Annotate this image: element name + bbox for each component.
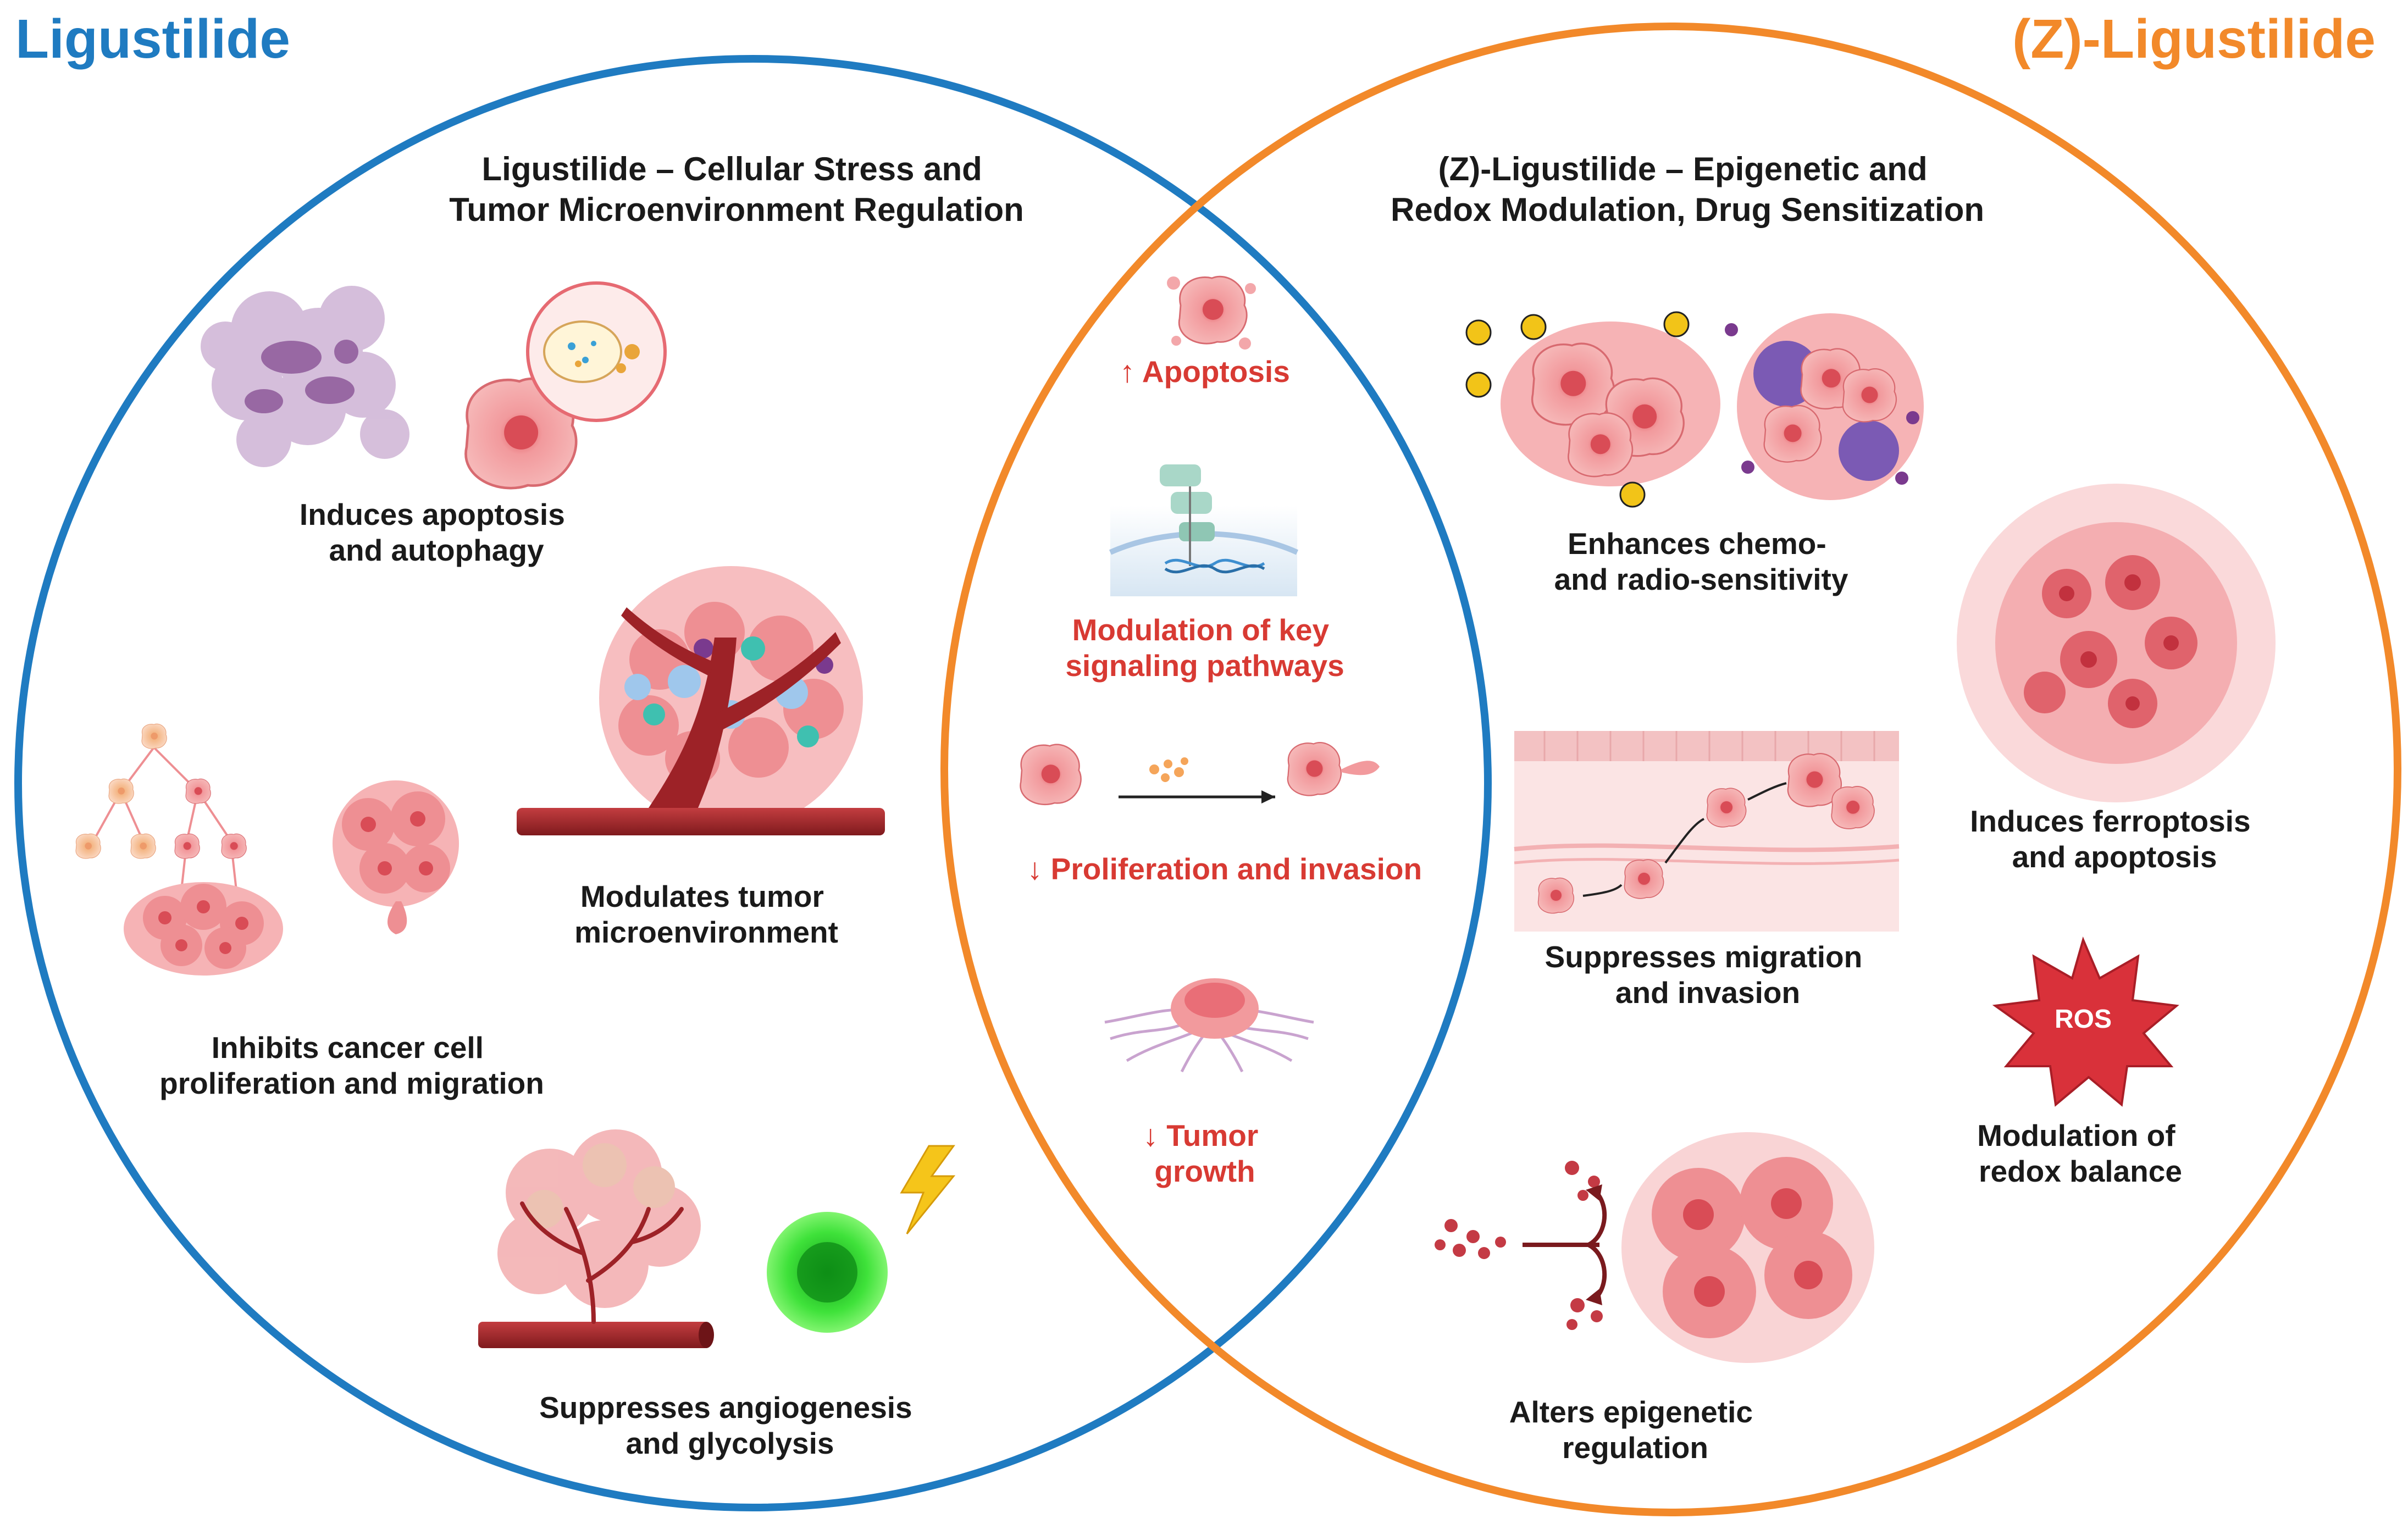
left-subtitle: Ligustilide – Cellular Stress and Tumor … bbox=[449, 151, 1024, 228]
label-down-tumor-growth: ↓ Tumor growth bbox=[1143, 1118, 1266, 1188]
label-alters-epigenetic-regulation: Alters epigenetic regulation bbox=[1509, 1395, 1761, 1465]
tumor-microenvironment-icon bbox=[517, 566, 885, 835]
right-title: (Z)-Ligustilide bbox=[2012, 8, 2376, 70]
left-circle bbox=[14, 55, 1492, 1511]
cell-invasion-icon bbox=[1020, 742, 1380, 806]
label-suppresses-migration-invasion: Suppresses migration and invasion bbox=[1545, 940, 1871, 1010]
label-modulation-signaling-pathways: Modulation of key signaling pathways bbox=[1065, 613, 1344, 683]
left-title: Ligustilide bbox=[15, 8, 290, 70]
signaling-pathway-icon bbox=[1109, 464, 1299, 596]
right-circle bbox=[940, 23, 2401, 1516]
label-enhances-chemo-radio-sensitivity: Enhances chemo- and radio-sensitivity bbox=[1554, 527, 1848, 596]
tumor-growth-icon bbox=[1104, 978, 1314, 1073]
apoptotic-cell-icon bbox=[1167, 275, 1256, 350]
label-inhibits-proliferation-migration: Inhibits cancer cell proliferation and m… bbox=[159, 1030, 544, 1100]
ros-burst-icon: ROS bbox=[1992, 936, 2179, 1107]
apoptosis-autophagy-icon bbox=[201, 281, 667, 488]
label-down-proliferation-invasion: ↓ Proliferation and invasion bbox=[1027, 852, 1422, 886]
label-modulates-tumor-microenvironment: Modulates tumor microenvironment bbox=[574, 879, 838, 949]
label-induces-ferroptosis-apoptosis: Induces ferroptosis and apoptosis bbox=[1970, 804, 2259, 874]
cell-proliferation-icon bbox=[75, 723, 459, 976]
right-subtitle: (Z)-Ligustilide – Epigenetic and Redox M… bbox=[1391, 151, 1984, 228]
label-induces-apoptosis-autophagy: Induces apoptosis and autophagy bbox=[300, 497, 573, 567]
migration-invasion-icon bbox=[1514, 731, 1900, 932]
angiogenesis-glycolysis-icon bbox=[478, 1129, 956, 1348]
ferroptosis-icon bbox=[1957, 484, 2276, 802]
chemo-radio-sensitivity-icon bbox=[1465, 311, 1924, 508]
epigenetic-regulation-icon bbox=[1435, 1132, 1874, 1363]
ros-badge: ROS bbox=[2055, 1005, 2112, 1034]
label-modulation-redox-balance: Modulation of redox balance bbox=[1977, 1118, 2184, 1188]
label-suppresses-angiogenesis-glycolysis: Suppresses angiogenesis and glycolysis bbox=[539, 1390, 921, 1460]
label-up-apoptosis: ↑ Apoptosis bbox=[1120, 354, 1290, 389]
